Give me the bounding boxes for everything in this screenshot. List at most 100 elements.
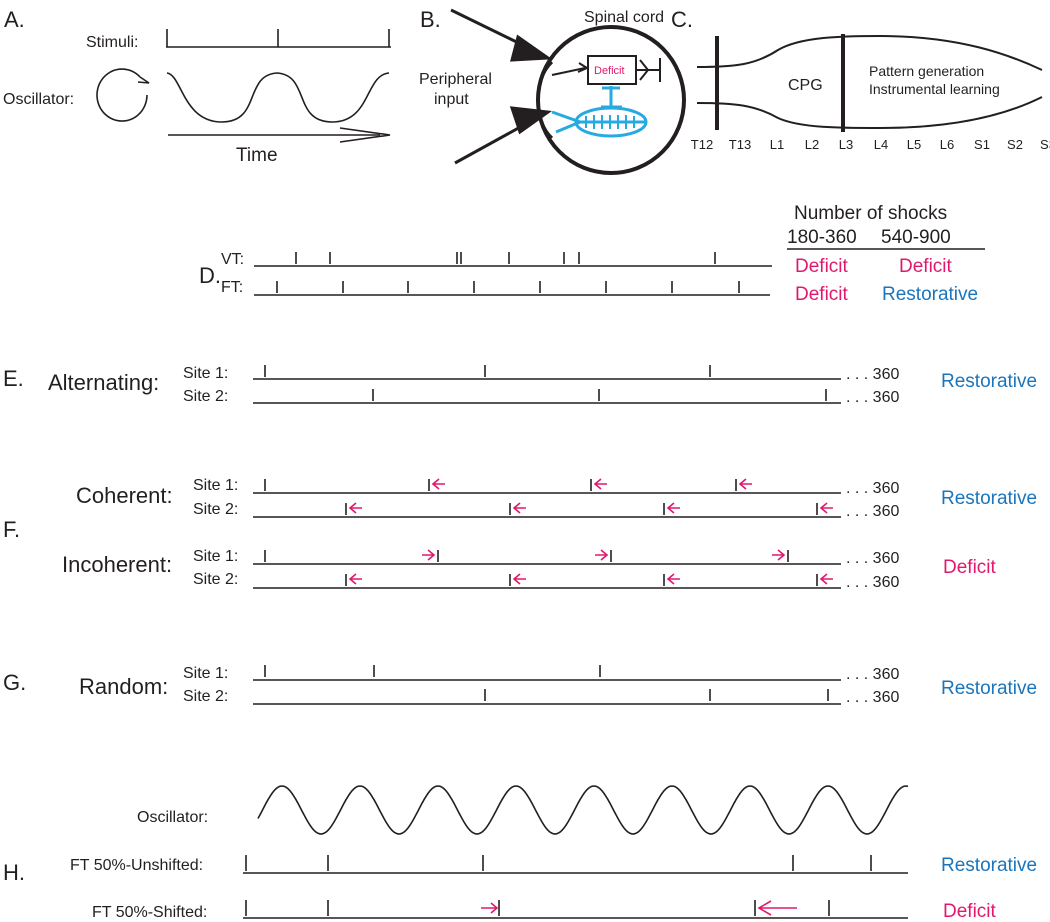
incoherent-outcome: Deficit xyxy=(943,557,997,578)
segment-label: L3 xyxy=(839,137,853,152)
segment-label: L2 xyxy=(805,137,819,152)
right-arrow-icon xyxy=(772,549,786,561)
panel-f: F. Coherent: Incoherent: Site 1: Site 2:… xyxy=(3,477,1037,591)
vt-shocks xyxy=(295,252,716,264)
segment-label: L5 xyxy=(907,137,921,152)
right-arrow-icon xyxy=(422,549,436,561)
input-arrowhead-upper-icon xyxy=(510,34,553,62)
left-arrow-icon xyxy=(666,573,680,585)
output-synapse-icon xyxy=(636,58,661,82)
cpg-network-rungs xyxy=(585,115,635,129)
stimuli-label: Stimuli: xyxy=(86,34,138,51)
left-arrow-icon xyxy=(666,502,680,514)
panel-b-letter: B. xyxy=(420,7,441,32)
left-arrow-icon xyxy=(819,502,833,514)
coherent-outcome: Restorative xyxy=(941,488,1037,509)
vt-result-low: Deficit xyxy=(795,256,849,277)
cpg-input-branch xyxy=(551,110,585,134)
left-arrow-icon xyxy=(512,502,526,514)
left-arrow-icon xyxy=(431,478,445,490)
left-arrow-icon xyxy=(512,573,526,585)
panel-h-letter: H. xyxy=(3,860,25,885)
segment-label: L1 xyxy=(770,137,784,152)
segment-label: L6 xyxy=(940,137,954,152)
segment-label: T12 xyxy=(691,137,713,152)
panel-d-letter: D. xyxy=(199,263,221,288)
segment-labels: T12 T13 L1 L2 L3 L4 L5 L6 S1 S2 S3 xyxy=(691,137,1050,152)
e-site1-count: . . . 360 xyxy=(846,366,899,383)
incoherent-label: Incoherent: xyxy=(62,552,172,577)
incoherent-site1-count: . . . 360 xyxy=(846,550,899,567)
oscillator-label-a: Oscillator: xyxy=(3,91,74,108)
unshifted-outcome: Restorative xyxy=(941,855,1037,876)
shifted-label: FT 50%-Shifted: xyxy=(92,904,207,921)
oscillator-wave-h xyxy=(257,785,909,835)
cpg-label: CPG xyxy=(788,77,823,94)
panel-c-letter: C. xyxy=(671,7,693,32)
segment-label: L4 xyxy=(874,137,888,152)
dorsal-root xyxy=(536,60,554,140)
coherent-site1-label: Site 1: xyxy=(193,477,238,494)
peripheral-label-line1: Peripheral xyxy=(419,71,492,88)
shocks-col-1: 180-360 xyxy=(787,227,857,248)
panel-f-letter: F. xyxy=(3,517,20,542)
shift-backward-arrow-icon xyxy=(757,900,797,916)
afferent-line xyxy=(551,67,586,76)
shocks-col-2: 540-900 xyxy=(881,227,951,248)
left-arrow-icon xyxy=(738,478,752,490)
oscillator-label-h: Oscillator: xyxy=(137,809,208,826)
cycle-icon xyxy=(96,68,148,122)
vt-result-high: Deficit xyxy=(899,256,953,277)
segment-label: S1 xyxy=(974,137,990,152)
panel-a: A. Stimuli: Oscillator: Time xyxy=(3,7,391,166)
coherent-label: Coherent: xyxy=(76,483,173,508)
ft-shocks xyxy=(276,281,740,293)
panel-g-letter: G. xyxy=(3,670,26,695)
panel-e: E. Alternating: Site 1: Site 2: . . . 36… xyxy=(3,365,1037,406)
vt-label: VT: xyxy=(221,251,244,268)
panel-e-letter: E. xyxy=(3,366,24,391)
random-label: Random: xyxy=(79,674,168,699)
g-site1-count: . . . 360 xyxy=(846,666,899,683)
alternating-outcome: Restorative xyxy=(941,371,1037,392)
left-arrow-icon xyxy=(819,573,833,585)
coherent-site1-count: . . . 360 xyxy=(846,480,899,497)
time-label: Time xyxy=(236,145,278,166)
peripheral-label-line2: input xyxy=(434,91,469,108)
ft-result-low: Deficit xyxy=(795,284,849,305)
segment-label: S3 xyxy=(1040,137,1050,152)
g-site2-label: Site 2: xyxy=(183,688,228,705)
input-arrowhead-lower-icon xyxy=(509,106,553,135)
deficit-box-label: Deficit xyxy=(594,65,625,77)
coherent-site2-count: . . . 360 xyxy=(846,503,899,520)
instrumental-learning-label: Instrumental learning xyxy=(869,81,1000,97)
panel-d: D. VT: FT: Number of shocks 180-360 540-… xyxy=(199,203,985,305)
shift-forward-arrow-icon xyxy=(481,902,499,914)
left-arrow-icon xyxy=(348,502,362,514)
g-site2-count: . . . 360 xyxy=(846,689,899,706)
left-arrow-icon xyxy=(348,573,362,585)
deficit-box xyxy=(587,55,637,85)
right-arrow-icon xyxy=(595,549,609,561)
oscillator-wave-a xyxy=(166,72,390,123)
left-arrow-icon xyxy=(593,478,607,490)
alternating-label: Alternating: xyxy=(48,370,159,395)
coherent-site2-label: Site 2: xyxy=(193,501,238,518)
ft-label: FT: xyxy=(221,279,243,296)
random-outcome: Restorative xyxy=(941,678,1037,699)
cycle-arrowhead-icon xyxy=(137,76,150,84)
segment-label: S2 xyxy=(1007,137,1023,152)
panel-h: H. Oscillator: FT 50%-Unshifted: FT 50%-… xyxy=(3,785,1037,922)
phase-arrows xyxy=(348,478,833,585)
g-site1-label: Site 1: xyxy=(183,665,228,682)
incoherent-site2-label: Site 2: xyxy=(193,571,238,588)
panel-c: C. CPG Pattern generation Instrumental l… xyxy=(671,7,1050,152)
shocks-heading: Number of shocks xyxy=(794,203,947,224)
segment-label: T13 xyxy=(729,137,751,152)
spinal-cord-label: Spinal cord xyxy=(584,9,664,26)
spinal-cord-bottom-edge xyxy=(696,96,1043,130)
shifted-outcome: Deficit xyxy=(943,901,997,922)
spinal-cord-top-edge xyxy=(696,34,1043,71)
pattern-generation-label: Pattern generation xyxy=(869,63,984,79)
